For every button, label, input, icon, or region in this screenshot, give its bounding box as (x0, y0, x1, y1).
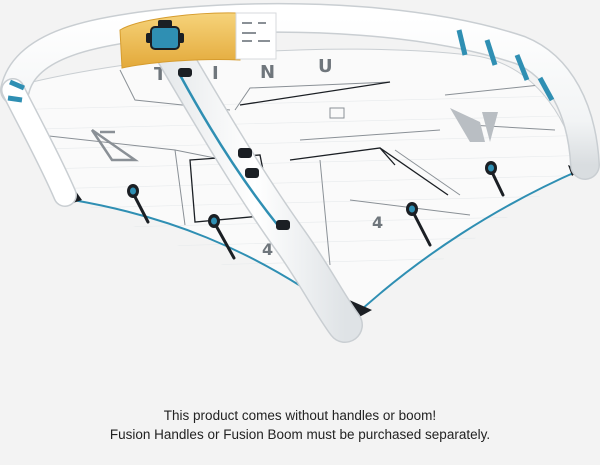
size-mark-right: 4 (372, 213, 383, 232)
letter-u: U (318, 56, 333, 77)
purchase-notice: This product comes without handles or bo… (0, 406, 600, 444)
strut-connectors (178, 68, 290, 230)
wing-foil-illustration: U N I T 4 4 (0, 2, 600, 343)
inflation-valve-icon (146, 20, 184, 50)
tube-accent-bands (7, 29, 555, 103)
size-mark-left: 4 (262, 240, 273, 259)
size-marks: 4 4 (262, 213, 383, 259)
product-image: U N I T 4 4 (0, 2, 600, 343)
notice-line-2: Fusion Handles or Fusion Boom must be pu… (109, 427, 491, 442)
letter-i: I (212, 63, 219, 84)
notice-line-1: This product comes without handles or bo… (163, 408, 437, 423)
handle-points (127, 161, 505, 260)
letter-n: N (260, 62, 275, 83)
